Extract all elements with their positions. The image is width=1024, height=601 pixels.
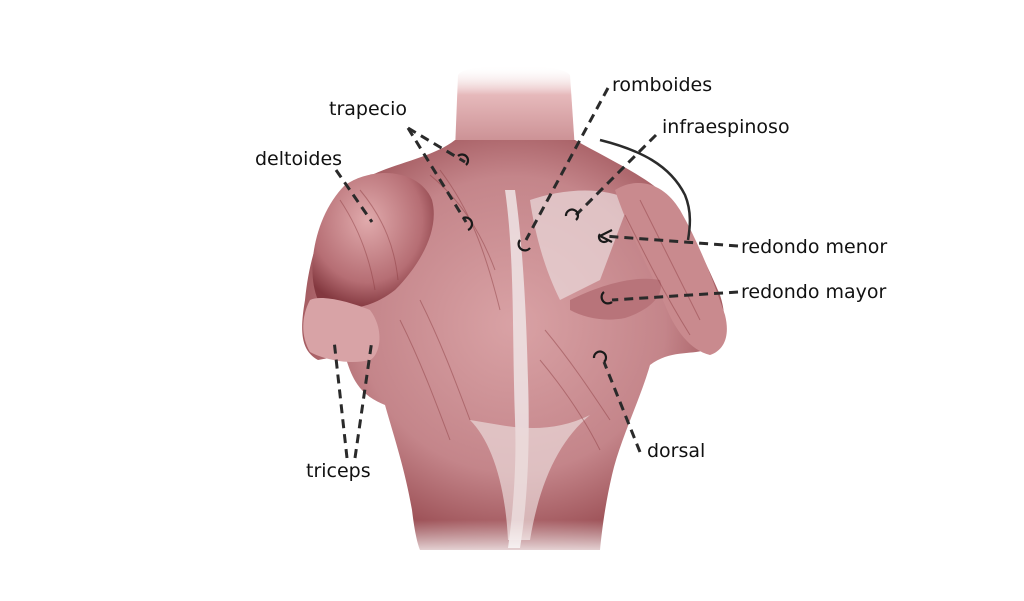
hook-romboides [517,239,531,252]
leader-triceps-right [353,339,374,459]
leader-triceps-left [332,339,349,459]
neck [455,65,575,150]
label-deltoides: deltoides [255,148,342,170]
right-scapula-region [530,190,630,300]
hook-redondo-mayor [600,291,613,305]
leader-redondo-menor [603,234,739,248]
hook-trapecio-upper [457,153,470,166]
label-infraespinoso: infraespinoso [662,116,790,138]
leader-infraespinoso [574,133,658,217]
muscle-fibers [339,169,701,451]
lumbar-fascia [470,415,590,540]
label-redondo-mayor: redondo mayor [741,281,887,303]
hook-infraespinoso [564,208,580,221]
arrowhead-redondo-menor [597,229,613,243]
label-romboides: romboides [612,74,712,96]
right-arm [615,182,727,355]
leader-romboides [524,87,610,241]
torso-illustration [302,65,727,560]
labels: trapecio deltoides romboides infraespino… [255,74,887,482]
leader-trapecio-lower [406,127,468,223]
left-deltoid [312,173,434,309]
label-trapecio: trapecio [329,98,407,120]
hook-markers [457,153,613,363]
right-arm-outline [599,138,692,241]
leader-deltoides [334,169,374,223]
leader-lines [332,87,739,459]
leader-trapecio-upper [407,126,466,164]
label-dorsal: dorsal [647,440,705,462]
hook-dorsal [592,350,608,363]
hook-trapecio-lower [462,216,474,232]
leader-redondo-mayor [611,290,739,302]
leader-dorsal [602,361,642,453]
left-triceps [303,298,380,363]
label-triceps: triceps [306,460,371,482]
label-redondo-menor: redondo menor [741,236,887,258]
